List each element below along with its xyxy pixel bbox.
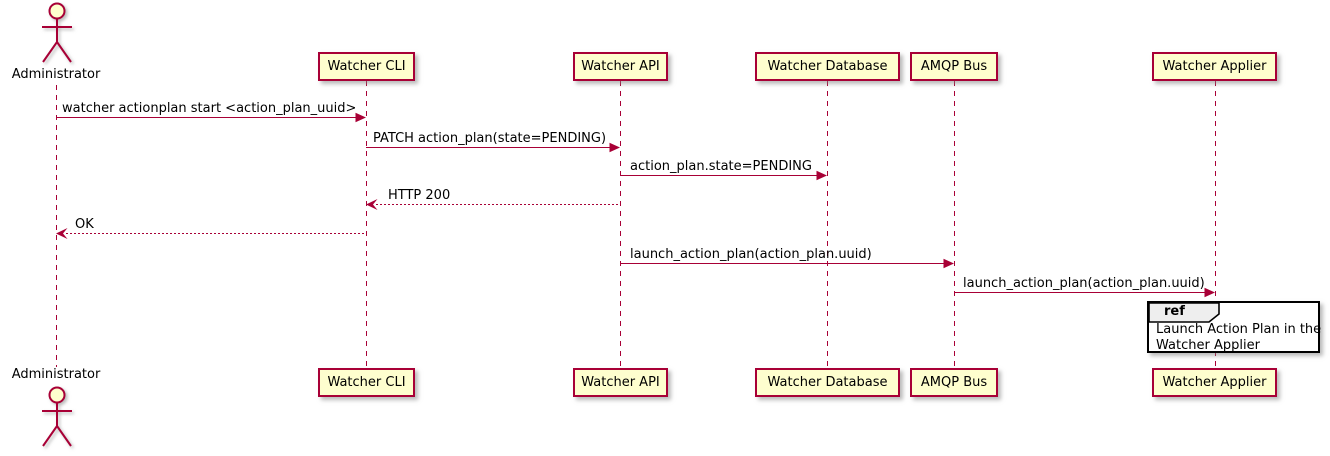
ref-keyword: ref <box>1164 304 1185 319</box>
participant-watcher-api-top: Watcher API <box>573 52 668 81</box>
message-4-arrowhead <box>366 199 378 210</box>
actor-label-administrator-bottom: Administrator <box>11 367 101 382</box>
ref-text-line2: Watcher Applier <box>1156 337 1260 353</box>
participant-label: Watcher API <box>581 59 660 74</box>
ref-fragment: ref Launch Action Plan in the Watcher Ap… <box>1147 301 1321 353</box>
participant-watcher-cli-bottom: Watcher CLI <box>318 368 415 397</box>
participant-label: AMQP Bus <box>920 375 988 390</box>
message-3-label: action_plan.state=PENDING <box>630 159 812 174</box>
message-5-label: OK <box>75 217 94 232</box>
administrator-actor-icon <box>42 2 72 63</box>
message-1-arrowhead <box>355 112 366 123</box>
participant-label: AMQP Bus <box>920 59 988 74</box>
message-3-arrowhead <box>816 170 827 181</box>
participant-amqp-bus-bottom: AMQP Bus <box>910 368 998 397</box>
participant-label: Watcher CLI <box>327 375 406 390</box>
participant-watcher-applier-top: Watcher Applier <box>1152 52 1277 81</box>
participant-amqp-bus-top: AMQP Bus <box>910 52 998 81</box>
participant-watcher-cli-top: Watcher CLI <box>318 52 415 81</box>
message-2-label: PATCH action_plan(state=PENDING) <box>373 131 607 146</box>
participant-label: Watcher API <box>581 375 660 390</box>
message-2-arrowhead <box>609 142 620 153</box>
administrator-actor-icon-bottom <box>42 386 72 447</box>
message-4-label: HTTP 200 <box>388 188 451 203</box>
message-6-label: launch_action_plan(action_plan.uuid) <box>630 247 872 262</box>
participant-label: Watcher Database <box>767 375 888 390</box>
ref-text-line1: Launch Action Plan in the <box>1156 322 1322 337</box>
participant-watcher-database-top: Watcher Database <box>755 52 900 81</box>
message-5-arrowhead <box>56 228 68 239</box>
message-7-label: launch_action_plan(action_plan.uuid) <box>963 276 1205 291</box>
participant-watcher-applier-bottom: Watcher Applier <box>1152 368 1277 397</box>
message-6-arrowhead <box>943 258 954 269</box>
participant-watcher-database-bottom: Watcher Database <box>755 368 900 397</box>
message-1-label: watcher actionplan start <action_plan_uu… <box>62 101 357 116</box>
ref-text: Launch Action Plan in the Watcher Applie… <box>1156 322 1321 353</box>
actor-label-administrator-top: Administrator <box>11 67 101 82</box>
participant-label: Watcher Database <box>767 59 888 74</box>
participant-label: Watcher Applier <box>1162 375 1267 390</box>
participant-watcher-api-bottom: Watcher API <box>573 368 668 397</box>
message-7-arrowhead <box>1204 287 1215 298</box>
ref-header-pentagon <box>1148 302 1220 323</box>
participant-label: Watcher Applier <box>1162 59 1267 74</box>
participant-label: Watcher CLI <box>327 59 406 74</box>
